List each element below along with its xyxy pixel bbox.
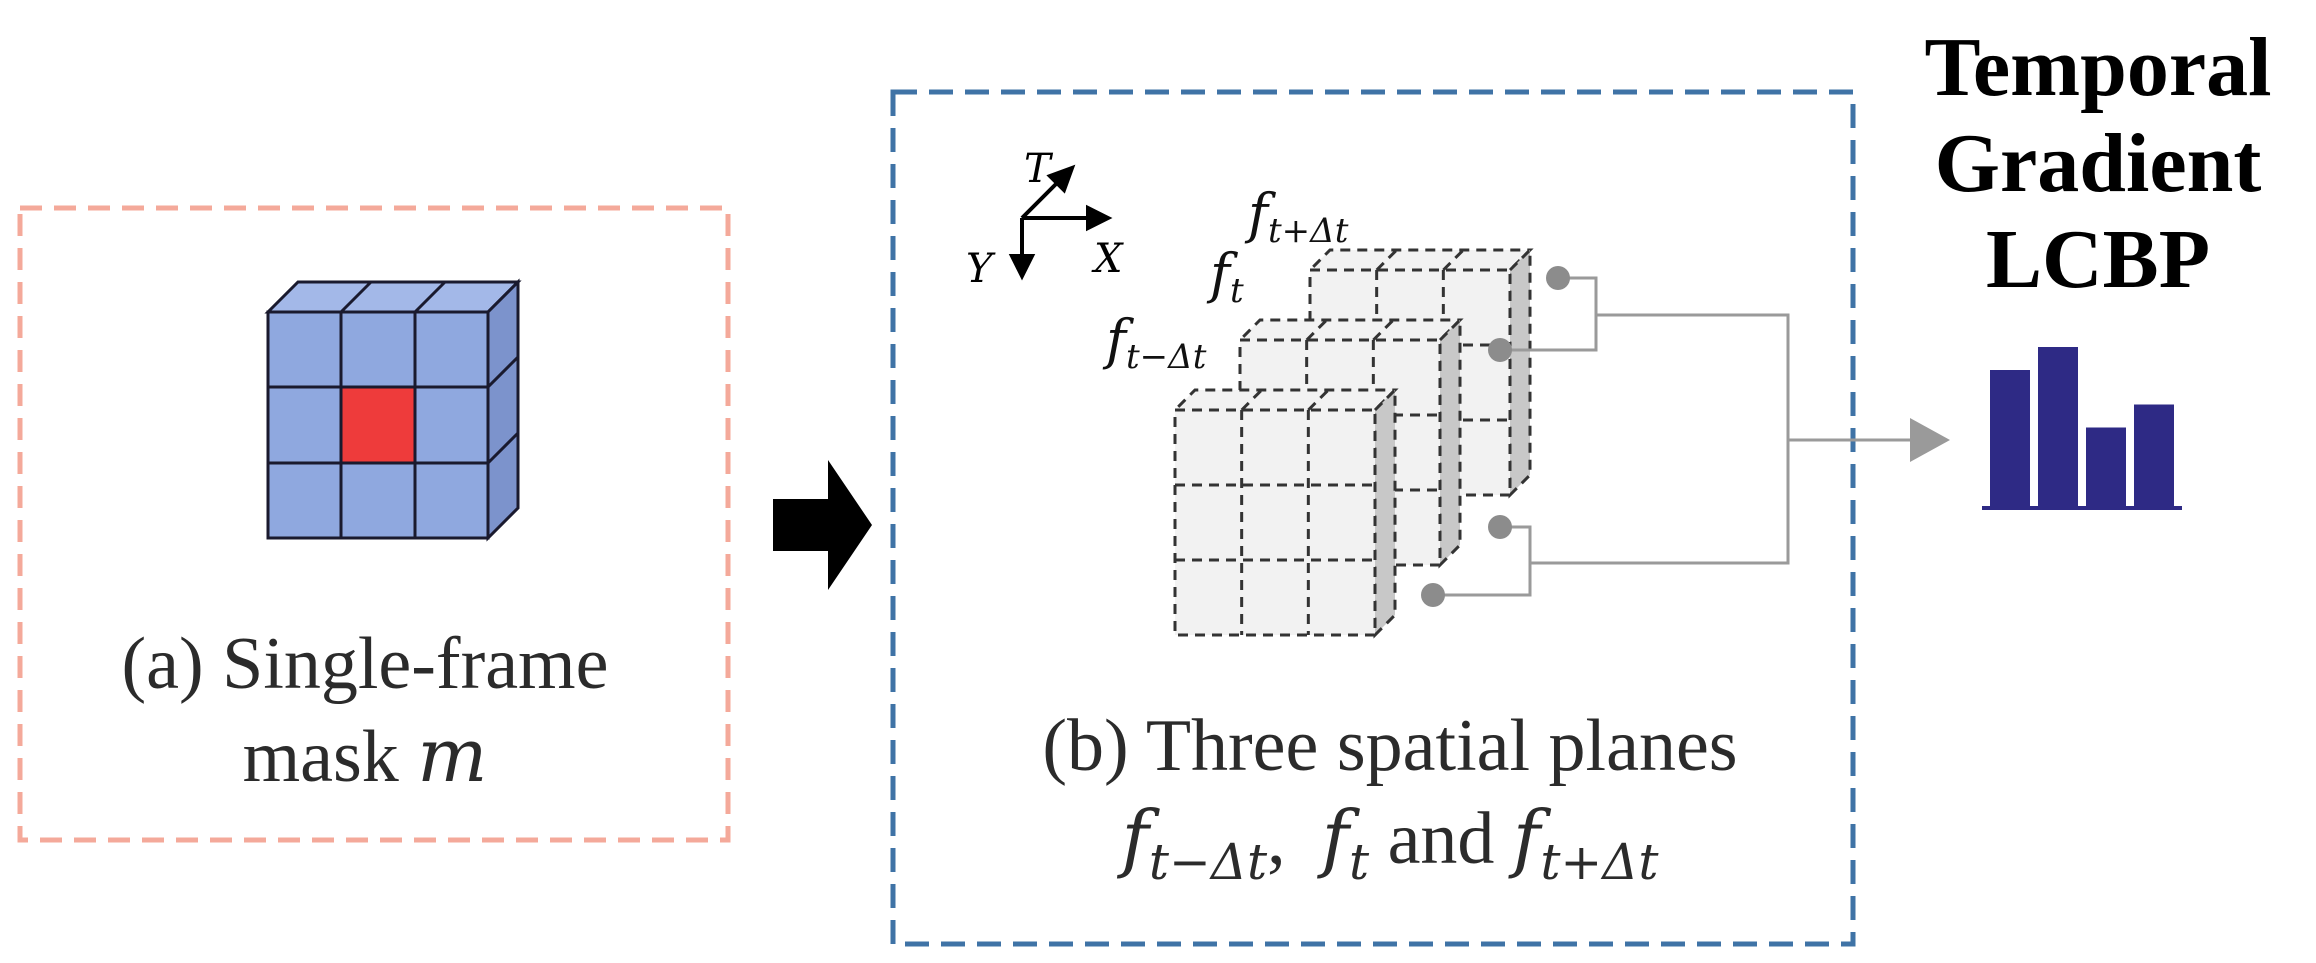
axis-indicator	[1008, 164, 1113, 281]
panel-a-box	[17, 205, 731, 843]
connector-dots	[1421, 266, 1570, 607]
connector-lines	[1433, 276, 1922, 597]
axis-label-t: T	[1024, 146, 1054, 192]
panel-a-caption-line1: (a) Single-frame	[121, 623, 609, 705]
mask-variable: m	[417, 713, 488, 799]
plane-label-next: ft+Δt	[1244, 182, 1349, 251]
panel-a-caption-line2: mask m	[20, 710, 710, 803]
plane-label-curr: ft	[1206, 242, 1244, 311]
output-arrow-head	[1910, 418, 1950, 462]
panel-a-caption: (a) Single-frame mask m	[20, 618, 710, 803]
lcbp-histogram	[1982, 347, 2182, 510]
mask-cube	[264, 278, 522, 542]
result-line2: Gradient	[1934, 117, 2262, 210]
panel-b-box	[890, 89, 1856, 947]
plane-label-prev: ft−Δt	[1102, 308, 1207, 377]
histogram-bar-4	[2134, 404, 2174, 508]
caption-plane-prev: ft−Δt	[1121, 795, 1268, 891]
spatial-planes	[1171, 246, 1534, 639]
caption-sep: ,	[1267, 798, 1286, 880]
histogram-bar-1	[1990, 370, 2030, 508]
axis-label-y: Y	[966, 246, 996, 292]
result-line1: Temporal	[1924, 21, 2272, 114]
caption-plane-next: ft+Δt	[1512, 795, 1659, 891]
panel-b-caption-line2: ft−Δt, ft and ft+Δt	[890, 792, 1890, 908]
result-line3: LCBP	[1985, 213, 2211, 306]
panel-b-caption: (b) Three spatial planes ft−Δt, ft and ft…	[890, 700, 1890, 908]
plane-prev-grid	[1171, 386, 1399, 639]
flow-arrow	[773, 460, 872, 590]
mask-word: mask	[242, 716, 418, 798]
result-title: Temporal Gradient LCBP	[1880, 20, 2316, 308]
mask-center-cell	[339, 385, 417, 465]
caption-plane-curr: ft	[1321, 795, 1370, 891]
axis-label-x: X	[1091, 236, 1124, 282]
histogram-bar-2	[2038, 347, 2078, 508]
histogram-bar-3	[2086, 427, 2126, 508]
caption-and: and	[1369, 798, 1513, 880]
panel-b-caption-line1: (b) Three spatial planes	[1042, 705, 1738, 787]
